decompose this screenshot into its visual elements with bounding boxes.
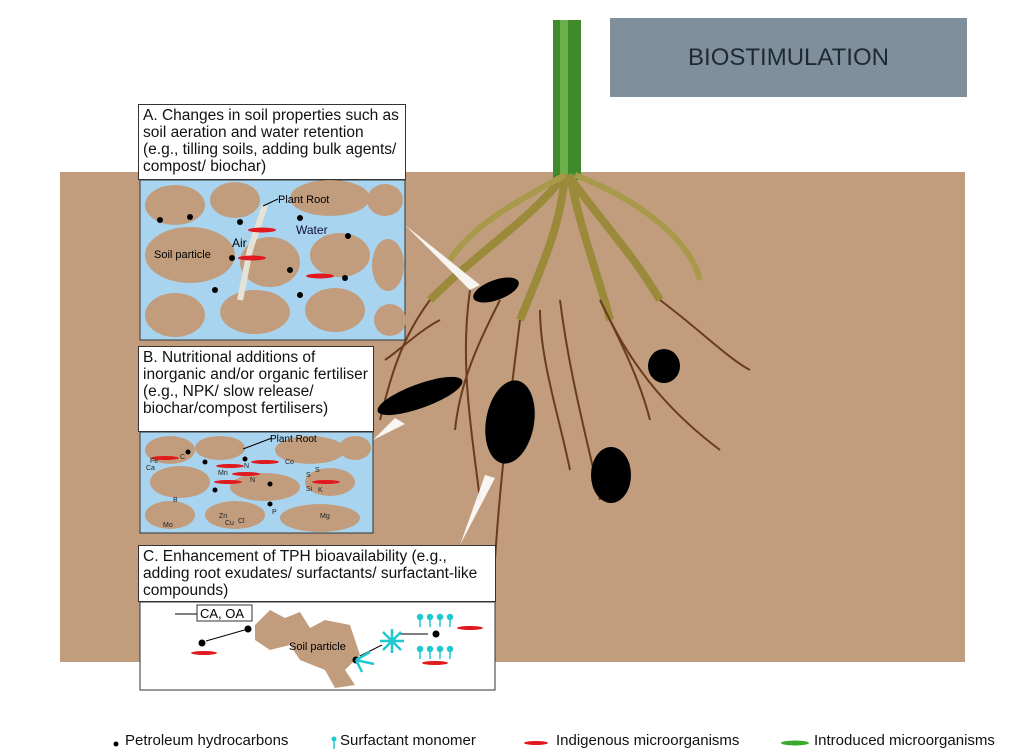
hydrocarbon-blob [648, 349, 680, 383]
svg-text:Mn: Mn [218, 470, 228, 477]
svg-text:K: K [318, 487, 323, 494]
svg-text:Cl: Cl [238, 518, 245, 525]
svg-text:P: P [272, 509, 277, 516]
legend-symbols [113, 736, 809, 749]
svg-text:Mo: Mo [163, 522, 173, 529]
panel-a-image: Plant Root Water Air Soil particle [139, 179, 406, 341]
panel-c-image: CA, OA Soil particle [139, 601, 496, 691]
svg-text:N: N [244, 463, 249, 470]
plant-roots [379, 172, 751, 561]
svg-text:Fe: Fe [150, 458, 158, 465]
legend-surfactant-monomer: Surfactant monomer [340, 732, 476, 749]
label-plant-root: Plant Root [270, 434, 317, 445]
svg-text:B: B [173, 497, 178, 504]
panel-b-text: B. Nutritional additions of inorganic an… [138, 346, 374, 432]
svg-text:C: C [180, 454, 185, 461]
svg-text:N: N [250, 477, 255, 484]
svg-text:S: S [315, 467, 320, 474]
legend-indigenous-microorganisms: Indigenous microorganisms [556, 732, 740, 749]
label-water: Water [296, 223, 328, 237]
hydrocarbon-blob [591, 447, 631, 503]
svg-text:Ca: Ca [146, 465, 155, 472]
svg-text:Si: Si [306, 486, 313, 493]
legend-introduced-microorganisms: Introduced microorganisms [814, 732, 995, 749]
legend-petroleum-hydrocarbons: Petroleum hydrocarbons [125, 732, 289, 749]
title-box: BIOSTIMULATION [610, 18, 967, 97]
svg-text:Co: Co [285, 459, 294, 466]
label-soil-particle: Soil particle [154, 249, 211, 261]
title: BIOSTIMULATION [688, 43, 889, 71]
hydrocarbon-blob [377, 376, 463, 416]
label-ca-oa: CA, OA [200, 606, 244, 621]
panel-c-text: C. Enhancement of TPH bioavailability (e… [138, 545, 496, 602]
svg-text:Zn: Zn [219, 513, 227, 520]
svg-text:S: S [306, 472, 311, 479]
svg-text:Cu: Cu [225, 520, 234, 527]
panel-a-text: A. Changes in soil properties such as so… [138, 104, 406, 180]
label-soil-particle: Soil particle [289, 641, 346, 653]
hydrocarbon-blob [485, 380, 535, 464]
label-plant-root: Plant Root [278, 194, 329, 206]
label-air: Air [232, 236, 247, 250]
svg-text:Mg: Mg [320, 513, 330, 520]
hydrocarbon-blob [473, 277, 519, 303]
